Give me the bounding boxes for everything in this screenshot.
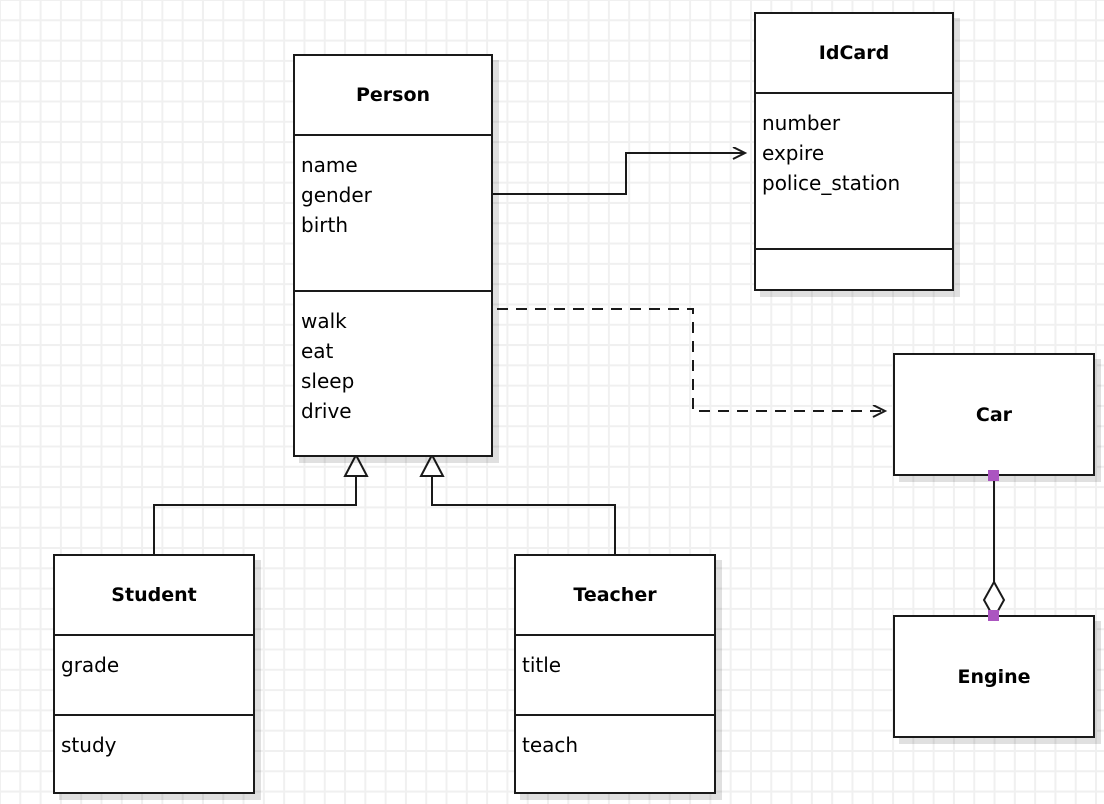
attribute: name xyxy=(301,153,358,177)
method: drive xyxy=(301,399,352,423)
inheritance-triangle xyxy=(419,452,445,477)
inheritance-triangle xyxy=(343,452,369,477)
method: study xyxy=(61,733,117,757)
class-student-methods: study xyxy=(55,714,253,794)
edge-student-person[interactable] xyxy=(153,452,369,556)
class-person[interactable]: Person name gender birth walk eat sleep … xyxy=(293,54,493,457)
class-person-attributes: name gender birth xyxy=(295,134,491,290)
class-student[interactable]: Student grade study xyxy=(53,554,255,794)
class-teacher-methods: teach xyxy=(516,714,714,794)
attribute: grade xyxy=(61,653,120,677)
method: teach xyxy=(522,733,579,757)
attribute: police_station xyxy=(762,171,901,195)
class-teacher-attributes: title xyxy=(516,634,714,714)
class-idcard-title: IdCard xyxy=(818,42,890,64)
connection-handle-car[interactable] xyxy=(988,470,999,481)
class-teacher-title: Teacher xyxy=(573,584,657,606)
attribute: birth xyxy=(301,213,348,237)
attribute: expire xyxy=(762,141,825,165)
connection-handle-engine[interactable] xyxy=(988,610,999,621)
edge-person-car[interactable] xyxy=(497,308,885,411)
class-idcard-methods xyxy=(756,248,952,289)
method: walk xyxy=(301,309,347,333)
class-engine-title: Engine xyxy=(957,665,1031,688)
class-person-title: Person xyxy=(355,84,431,106)
class-engine[interactable]: Engine xyxy=(893,615,1095,738)
class-teacher[interactable]: Teacher title teach xyxy=(514,554,716,794)
edge-person-idcard[interactable] xyxy=(493,153,745,195)
class-person-methods: walk eat sleep drive xyxy=(295,290,491,455)
class-car[interactable]: Car xyxy=(893,353,1095,476)
attribute: gender xyxy=(301,183,372,207)
edge-car-engine[interactable] xyxy=(982,476,1006,621)
method: eat xyxy=(301,339,334,363)
class-student-title: Student xyxy=(111,584,197,606)
method: sleep xyxy=(301,369,355,393)
edge-teacher-person[interactable] xyxy=(419,452,616,556)
class-student-attributes: grade xyxy=(55,634,253,714)
class-idcard[interactable]: IdCard number expire police_station xyxy=(754,12,954,291)
attribute: title xyxy=(522,653,562,677)
class-idcard-attributes: number expire police_station xyxy=(756,92,952,248)
attribute: number xyxy=(762,111,841,135)
class-car-title: Car xyxy=(975,403,1013,426)
